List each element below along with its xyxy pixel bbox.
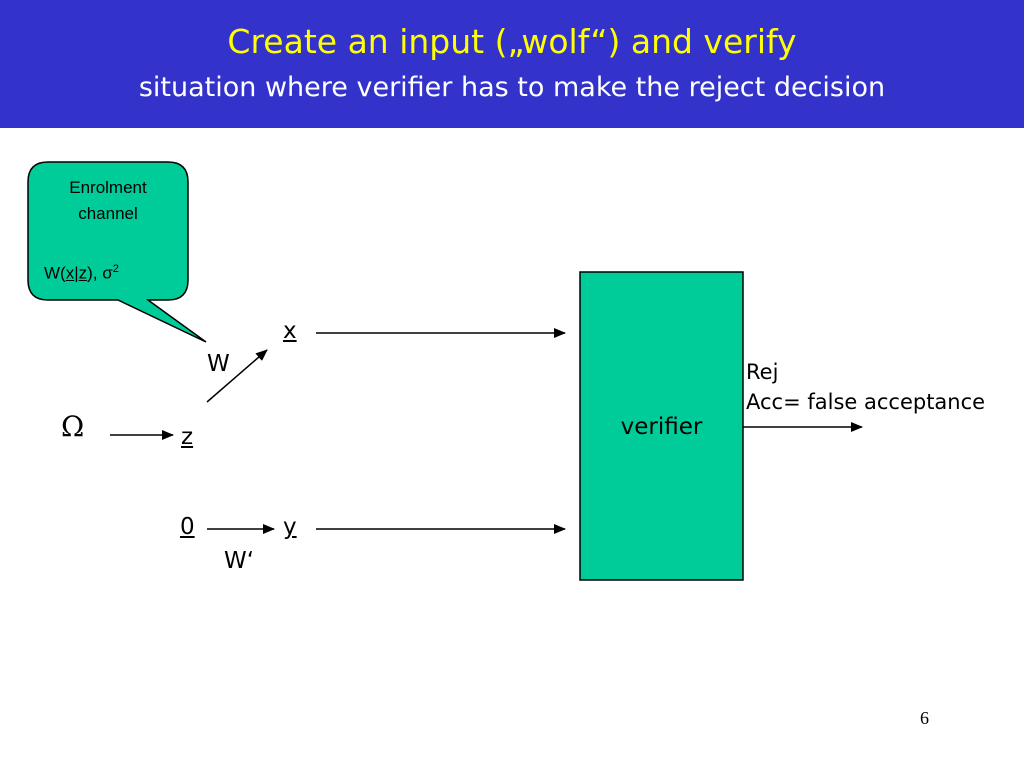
formula-bar: | bbox=[74, 263, 79, 283]
callout-line-enrolment: Enrolment bbox=[69, 178, 147, 197]
page-number: 6 bbox=[920, 708, 929, 728]
acc-label: Acc= false acceptance bbox=[746, 390, 986, 414]
formula-z: z bbox=[78, 263, 88, 283]
z-label: z bbox=[181, 424, 194, 450]
verifier-box bbox=[579, 271, 744, 581]
callout-bubble bbox=[27, 161, 207, 343]
w-diagonal-arrow bbox=[206, 349, 268, 403]
slide-subtitle: situation where verifier has to make the… bbox=[138, 72, 886, 103]
formula-prefix: W( bbox=[44, 263, 66, 283]
formula-sup: 2 bbox=[112, 263, 119, 275]
w-prime-label: W‘ bbox=[224, 548, 255, 574]
formula-suffix: ), σ bbox=[87, 263, 113, 283]
rej-label: Rej bbox=[746, 360, 779, 384]
zero-label: 0 bbox=[180, 514, 195, 540]
x-label: x bbox=[283, 318, 297, 344]
callout-label: Enrolment channel bbox=[28, 175, 188, 227]
omega-symbol: Ω bbox=[61, 410, 85, 443]
slide-title: Create an input („wolf“) and verify bbox=[227, 22, 797, 61]
w-label: W bbox=[207, 351, 230, 377]
y-label: y bbox=[283, 514, 297, 540]
callout-formula: W(x|z), σ2 bbox=[44, 257, 119, 286]
formula-x: x bbox=[65, 263, 75, 283]
slide-header: Create an input („wolf“) and verify situ… bbox=[0, 0, 1024, 128]
verifier-label: verifier bbox=[620, 414, 703, 440]
callout-line-channel: channel bbox=[78, 204, 138, 223]
